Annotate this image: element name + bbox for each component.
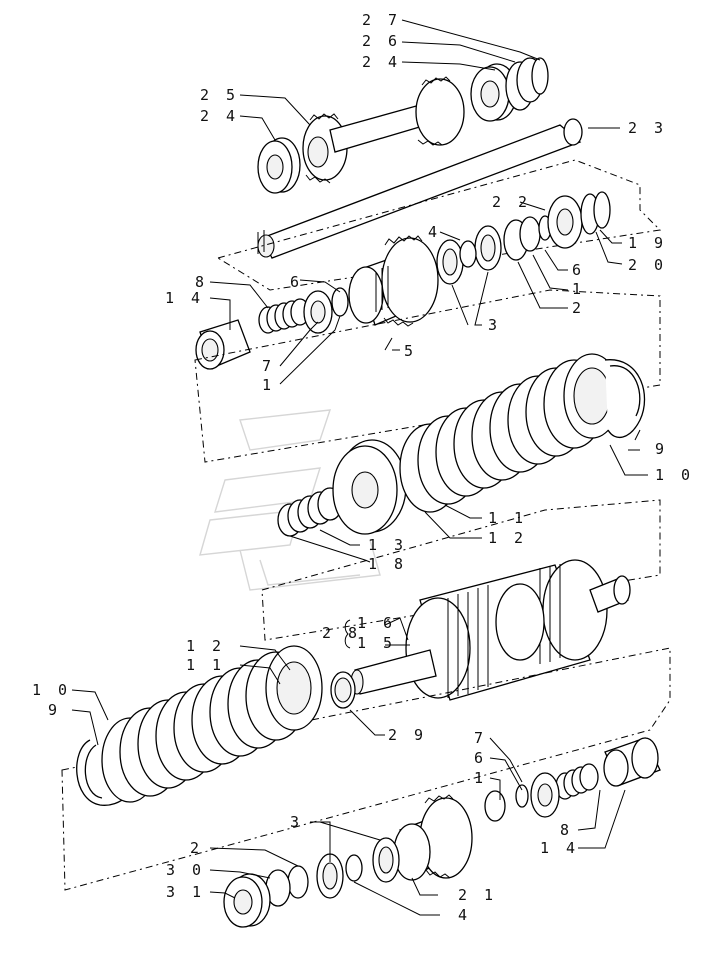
seal-20 bbox=[593, 191, 611, 229]
label-6-right: 6 bbox=[572, 261, 585, 279]
spring-8-lower bbox=[555, 763, 599, 800]
label-30: 3 0 bbox=[166, 861, 205, 879]
label-7-upper: 7 bbox=[262, 357, 275, 375]
spring-8 bbox=[258, 298, 310, 334]
bearing-31 bbox=[223, 873, 271, 928]
label-2-lower: 2 bbox=[190, 839, 203, 857]
label-14-upper: 1 4 bbox=[165, 289, 204, 307]
label-31: 3 1 bbox=[166, 883, 205, 901]
ring-6 bbox=[331, 287, 349, 317]
label-8-lower: 8 bbox=[560, 821, 573, 839]
label-11-upper: 1 1 bbox=[488, 509, 527, 527]
gear-21 bbox=[393, 794, 473, 881]
tube-23 bbox=[257, 118, 583, 259]
group-box-drum bbox=[261, 499, 661, 641]
label-23: 2 3 bbox=[628, 119, 667, 137]
friction-plates bbox=[399, 353, 621, 513]
clutch-pack-lower bbox=[76, 645, 323, 806]
label-1-upper: 1 bbox=[262, 376, 275, 394]
ring-6-lower bbox=[515, 784, 529, 808]
snap-ring-9-inner bbox=[609, 365, 641, 417]
label-9-upper: 9 bbox=[655, 440, 668, 458]
label-3-upper: 3 bbox=[488, 316, 501, 334]
gear-5 bbox=[348, 235, 439, 327]
piston-22 bbox=[547, 195, 583, 249]
gear-5-group bbox=[195, 191, 611, 370]
group-box-clutch-lower bbox=[61, 647, 671, 891]
cup-7-lower-hole bbox=[537, 783, 553, 807]
label-26: 2 6 bbox=[362, 32, 401, 50]
label-3-lower: 3 bbox=[290, 813, 303, 831]
needle-bearing-3 bbox=[436, 225, 502, 285]
label-8-upper: 8 bbox=[195, 273, 208, 291]
label-14-lower: 1 4 bbox=[540, 839, 579, 857]
label-22: 2 2 bbox=[492, 193, 531, 211]
label-20: 2 0 bbox=[628, 256, 667, 274]
spring-13 bbox=[277, 487, 343, 537]
washer-2-lower bbox=[287, 865, 309, 899]
label-6-upper: 6 bbox=[290, 273, 303, 291]
clutch-pack-upper bbox=[277, 353, 646, 537]
gear-21-group bbox=[223, 737, 661, 928]
cup-7-hole bbox=[310, 300, 326, 324]
label-13: 1 3 bbox=[368, 536, 407, 554]
clutch-drum-28 bbox=[350, 559, 631, 701]
snap-ring-9-lower-inner bbox=[84, 744, 103, 799]
label-27: 2 7 bbox=[362, 11, 401, 29]
label-4-upper: 4 bbox=[428, 223, 441, 241]
watermark-logo bbox=[199, 409, 381, 591]
label-7-lower: 7 bbox=[474, 729, 487, 747]
bearing-24-left bbox=[257, 137, 301, 194]
label-5: 5 bbox=[404, 342, 417, 360]
bracket-28 bbox=[344, 619, 351, 649]
ring-4 bbox=[459, 240, 477, 268]
part-labels: 2 7 2 6 2 4 2 5 2 4 2 3 2 2 1 9 2 0 4 6 … bbox=[32, 11, 694, 924]
label-10-upper: 1 0 bbox=[655, 466, 694, 484]
label-25: 2 5 bbox=[200, 86, 239, 104]
ring-27 bbox=[531, 57, 549, 95]
label-4-lower: 4 bbox=[458, 906, 471, 924]
leader-lines bbox=[71, 19, 648, 916]
gear-shaft-right bbox=[415, 76, 465, 146]
label-16: 1 6 bbox=[357, 614, 396, 632]
ring-4-lower bbox=[345, 854, 363, 882]
label-12-upper: 1 2 bbox=[488, 529, 527, 547]
washer-1 bbox=[519, 216, 541, 252]
label-18: 1 8 bbox=[368, 555, 407, 573]
washer-1-lower bbox=[484, 790, 506, 822]
label-12-lower: 1 2 bbox=[186, 637, 225, 655]
label-19: 1 9 bbox=[628, 234, 667, 252]
bushing-14-lower bbox=[603, 737, 661, 787]
needle-bearing-3-lower-b-hole bbox=[322, 862, 338, 890]
label-11-lower: 1 1 bbox=[186, 656, 225, 674]
seal-ring-29-inner bbox=[334, 677, 352, 703]
pressure-plate-18 bbox=[332, 439, 407, 535]
label-24-left: 2 4 bbox=[200, 107, 239, 125]
group-box-clutch-upper bbox=[194, 289, 661, 463]
group-box-upper bbox=[216, 159, 662, 291]
label-6-lower: 6 bbox=[474, 749, 487, 767]
bushing-14 bbox=[195, 319, 251, 370]
label-1-lower: 1 bbox=[474, 769, 487, 787]
top-shaft-assembly bbox=[257, 57, 583, 259]
label-15: 1 5 bbox=[357, 634, 396, 652]
label-9-lower: 9 bbox=[48, 701, 61, 719]
label-21: 2 1 bbox=[458, 886, 497, 904]
label-1-right: 1 bbox=[572, 280, 585, 298]
needle-bearing-3-lower-a-hole bbox=[378, 846, 394, 874]
bearing-24-right bbox=[470, 63, 518, 122]
label-10-lower: 1 0 bbox=[32, 681, 71, 699]
label-2-upper: 2 bbox=[572, 299, 585, 317]
label-29: 2 9 bbox=[388, 726, 427, 744]
label-28: 2 8 bbox=[322, 624, 361, 642]
label-24-upper: 2 4 bbox=[362, 53, 401, 71]
